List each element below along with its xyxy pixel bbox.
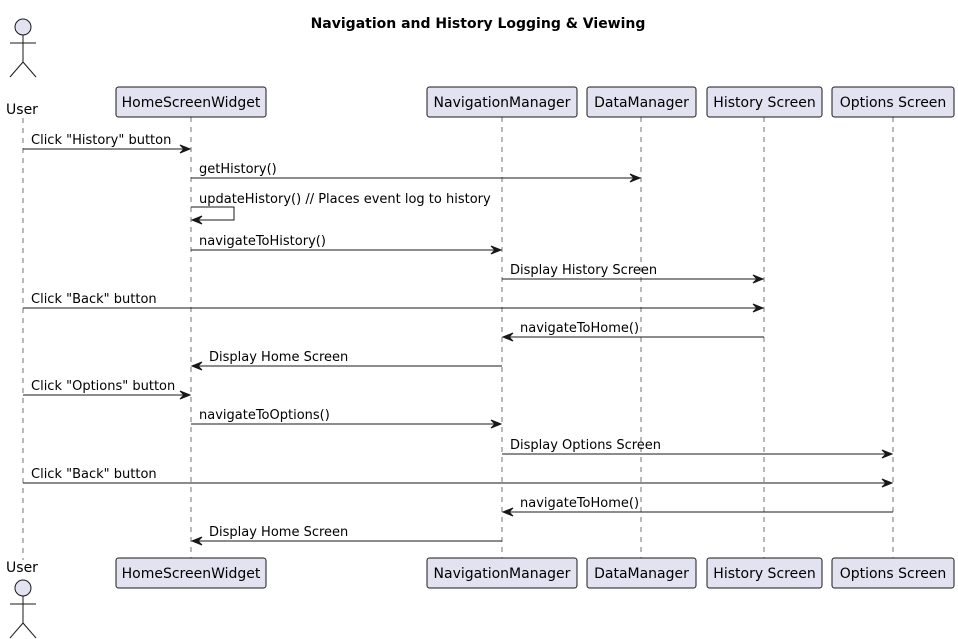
participant-label: HomeScreenWidget <box>122 566 261 582</box>
message-label: Display Home Screen <box>209 350 348 365</box>
actor-user-top: User <box>6 18 38 118</box>
arrowhead-icon <box>501 332 514 342</box>
actor-head-icon <box>14 579 32 597</box>
arrowhead-icon <box>752 303 765 313</box>
arrowhead-icon <box>490 419 503 429</box>
arrowhead-icon <box>752 274 765 284</box>
actor-body-icon <box>9 596 37 639</box>
message-label: navigateToHome() <box>520 496 639 511</box>
participant-label: DataManager <box>594 95 689 111</box>
message-label: getHistory() <box>199 162 277 177</box>
participant-history-top: History Screen <box>706 86 823 118</box>
message-label: Click "Back" button <box>31 292 157 307</box>
actor-user-bottom: User <box>6 560 38 639</box>
arrowhead-icon <box>179 144 192 154</box>
message-3: updateHistory() // Places event log to h… <box>190 192 491 225</box>
participant-label: DataManager <box>594 566 689 582</box>
participant-home-top: HomeScreenWidget <box>115 86 267 118</box>
participant-box <box>586 86 697 118</box>
participant-box <box>706 86 823 118</box>
message-label: navigateToHistory() <box>199 234 326 249</box>
participant-box <box>115 557 267 589</box>
participant-history-bottom: History Screen <box>706 557 823 589</box>
participant-data-top: DataManager <box>586 86 697 118</box>
participant-options-top: Options Screen <box>831 86 955 118</box>
message-10: navigateToOptions() <box>191 408 503 429</box>
message-13: navigateToHome() <box>501 496 893 517</box>
participant-label: NavigationManager <box>434 566 571 582</box>
message-12: Click "Back" button <box>23 467 894 488</box>
message-5: Display History Screen <box>502 263 765 284</box>
participant-data-bottom: DataManager <box>586 557 697 589</box>
actor-label: User <box>6 560 38 576</box>
arrowhead-icon <box>881 478 894 488</box>
arrowhead-icon <box>501 507 514 517</box>
message-1: Click "History" button <box>23 133 192 154</box>
participant-box <box>831 557 955 589</box>
message-8: Display Home Screen <box>190 350 502 371</box>
message-label: Display History Screen <box>510 263 657 278</box>
participant-label: History Screen <box>713 95 815 111</box>
message-2: getHistory() <box>191 162 642 183</box>
participant-box <box>586 557 697 589</box>
actor-head-icon <box>14 18 32 36</box>
message-label: Click "Back" button <box>31 467 157 482</box>
participant-nav-bottom: NavigationManager <box>426 557 578 589</box>
participant-box <box>706 557 823 589</box>
arrowhead-icon <box>881 449 894 459</box>
participant-label: Options Screen <box>840 566 947 582</box>
participant-options-bottom: Options Screen <box>831 557 955 589</box>
participant-home-bottom: HomeScreenWidget <box>115 557 267 589</box>
arrowhead-icon <box>190 215 203 225</box>
actor-label: User <box>6 102 38 118</box>
participant-box <box>426 557 578 589</box>
message-label: navigateToHome() <box>520 321 639 336</box>
arrowhead-icon <box>629 173 642 183</box>
participant-box <box>115 86 267 118</box>
message-9: Click "Options" button <box>23 379 192 400</box>
participant-label: NavigationManager <box>434 95 571 111</box>
message-14: Display Home Screen <box>190 525 502 546</box>
message-label: Click "History" button <box>31 133 171 148</box>
message-label: Display Options Screen <box>510 438 661 453</box>
arrowhead-icon <box>490 245 503 255</box>
message-7: navigateToHome() <box>501 321 764 342</box>
participant-label: Options Screen <box>840 95 947 111</box>
message-arrow <box>191 206 235 221</box>
actor-body-icon <box>9 35 37 78</box>
participant-label: HomeScreenWidget <box>122 95 261 111</box>
message-label: Click "Options" button <box>31 379 175 394</box>
arrowhead-icon <box>190 536 203 546</box>
arrowhead-icon <box>179 390 192 400</box>
message-11: Display Options Screen <box>502 438 894 459</box>
arrowhead-icon <box>190 361 203 371</box>
participant-nav-top: NavigationManager <box>426 86 578 118</box>
participant-label: History Screen <box>713 566 815 582</box>
participant-box <box>831 86 955 118</box>
participant-box <box>426 86 578 118</box>
diagram-title: Navigation and History Logging & Viewing <box>311 16 646 32</box>
message-label: updateHistory() // Places event log to h… <box>199 192 491 207</box>
message-label: navigateToOptions() <box>199 408 330 423</box>
message-label: Display Home Screen <box>209 525 348 540</box>
message-6: Click "Back" button <box>23 292 765 313</box>
message-4: navigateToHistory() <box>191 234 503 255</box>
